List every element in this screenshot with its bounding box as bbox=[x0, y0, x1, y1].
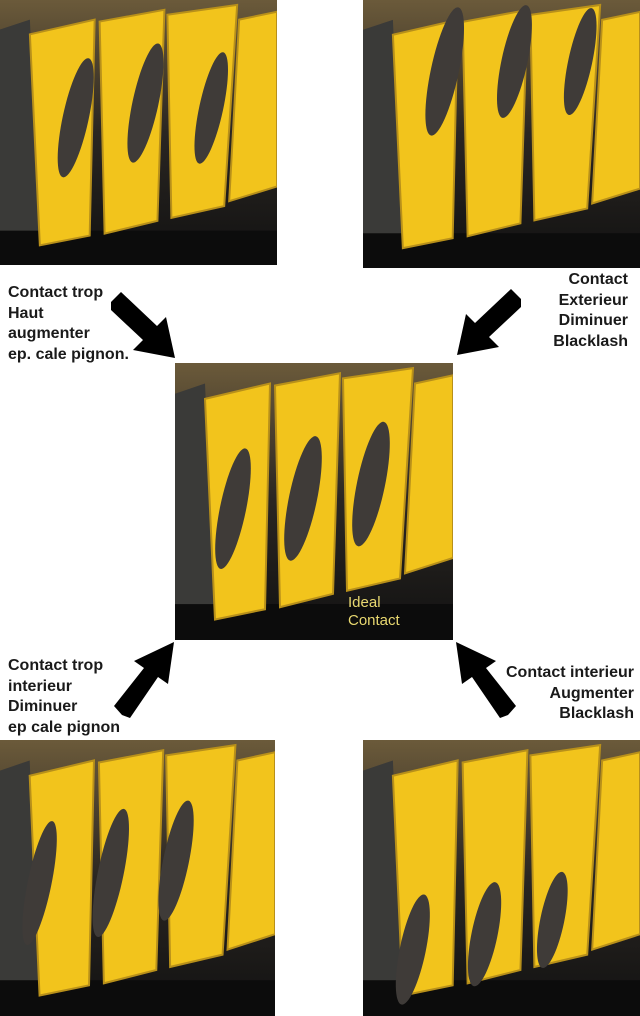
gear-edge bbox=[0, 19, 40, 258]
label-line: Diminuer bbox=[558, 312, 628, 329]
ideal-line-1: Ideal bbox=[348, 594, 381, 611]
label-line: ep. cale pignon. bbox=[8, 345, 129, 363]
gear-tooth bbox=[591, 751, 640, 951]
contact-patch bbox=[496, 5, 532, 118]
label-line: Blacklash bbox=[559, 705, 634, 722]
gear-edge bbox=[363, 760, 403, 1008]
contact-patch bbox=[215, 448, 251, 569]
contact-patch bbox=[194, 52, 229, 164]
arrow-down-left-icon bbox=[457, 289, 521, 355]
contact-patch bbox=[57, 58, 94, 178]
gear-edge bbox=[363, 19, 403, 261]
contact-patch bbox=[425, 7, 465, 136]
photo-contact-too-high bbox=[0, 0, 277, 265]
ideal-line-2: Contact bbox=[348, 612, 400, 629]
label-line: Exterieur bbox=[558, 291, 628, 309]
contact-patch bbox=[536, 871, 568, 968]
gear-tooth bbox=[228, 10, 277, 203]
photo-contact-inner bbox=[363, 740, 640, 1016]
contact-patch bbox=[467, 882, 502, 987]
label-line: Blacklash bbox=[553, 332, 628, 350]
contact-patch bbox=[127, 43, 164, 163]
gear-tooth bbox=[226, 751, 275, 951]
arrow-up-right-icon bbox=[114, 642, 174, 718]
gear-edge bbox=[175, 383, 215, 632]
label-contact-outer: Contact Exterieur Diminuer Blacklash bbox=[553, 270, 628, 352]
arrow-up-left-icon bbox=[456, 642, 516, 718]
contact-patch bbox=[158, 800, 194, 921]
contact-patch bbox=[352, 421, 390, 547]
label-line: augmenter bbox=[8, 325, 90, 342]
label-line: ep cale pignon bbox=[8, 718, 121, 736]
label-line: Contact interieur bbox=[505, 664, 634, 681]
photo-ideal-contact bbox=[175, 363, 453, 640]
label-line: Contact bbox=[568, 271, 628, 288]
contact-patch bbox=[395, 894, 430, 1005]
contact-patch bbox=[92, 808, 129, 937]
arrow-down-right-icon bbox=[111, 292, 175, 358]
label-line: Diminuer bbox=[8, 698, 78, 715]
contact-patch bbox=[22, 821, 57, 946]
contact-patch bbox=[563, 8, 597, 115]
gear-edge bbox=[0, 760, 40, 1008]
gear-tooth bbox=[591, 10, 640, 205]
ideal-contact-label: Ideal Contact bbox=[348, 594, 400, 630]
label-line: Haut bbox=[8, 304, 44, 322]
label-contact-inner: Contact interieur Augmenter Blacklash bbox=[506, 663, 634, 725]
photo-contact-too-inner bbox=[0, 740, 275, 1016]
gear-tooth bbox=[403, 374, 453, 575]
photo-contact-outer bbox=[363, 0, 640, 268]
label-contact-too-inner: Contact trop interieur Diminuer ep cale … bbox=[8, 656, 120, 738]
contact-patch bbox=[284, 436, 322, 561]
label-line: Contact trop bbox=[8, 284, 104, 301]
label-contact-too-high: Contact trop Haut augmenter ep. cale pig… bbox=[8, 283, 129, 365]
label-line: interieur bbox=[8, 677, 73, 695]
label-line: Contact trop bbox=[8, 657, 104, 674]
label-line: Augmenter bbox=[549, 684, 634, 702]
